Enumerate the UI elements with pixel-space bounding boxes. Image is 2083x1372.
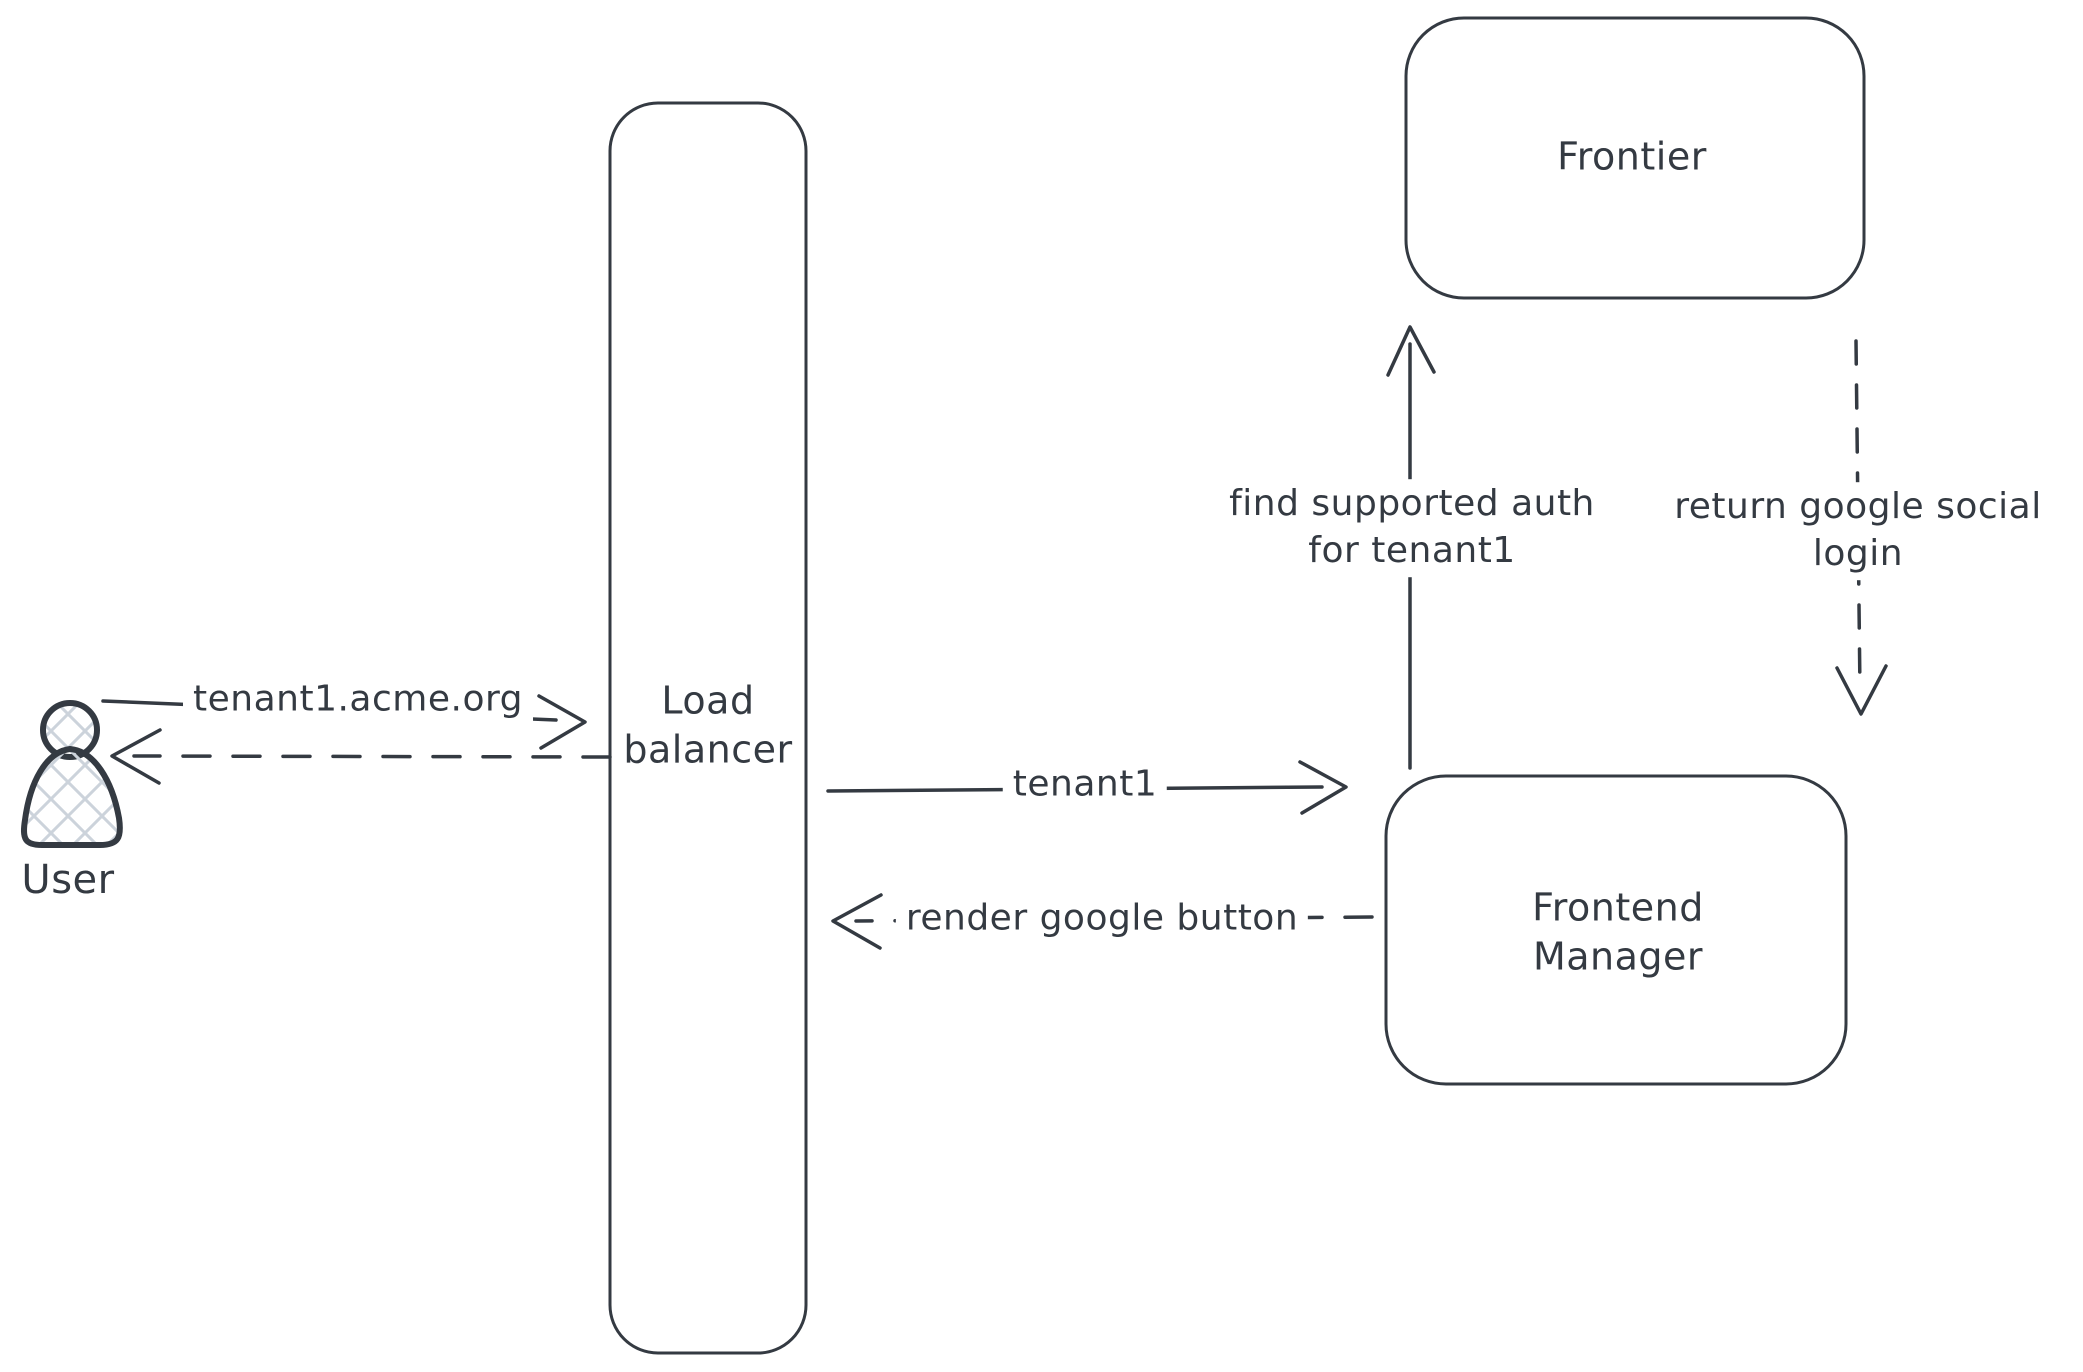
frontier-label: Frontier: [1557, 134, 1707, 179]
user-actor-icon: [21, 700, 123, 848]
frontier-box: [1404, 16, 1866, 300]
edge-label-find-supported-auth-line2: for tenant1: [1308, 530, 1516, 571]
load-balancer-label-line2: balancer: [623, 728, 793, 772]
edge-label-render-google-button: render google button: [895, 893, 1309, 945]
edge-label-return-google-social-login: return google social login: [1664, 482, 2052, 580]
edge-label-tenant1: tenant1: [1002, 759, 1168, 811]
edge-label-find-supported-auth: find supported auth for tenant1: [1219, 479, 1605, 577]
frontend-manager-label-line2: Manager: [1532, 935, 1704, 979]
frontend-manager-label: Frontend Manager: [1532, 884, 1704, 983]
load-balancer-label: Load balancer: [623, 677, 792, 776]
edge-label-return-google-social-login-line2: login: [1812, 533, 1904, 574]
load-balancer-box: [608, 101, 808, 1355]
edge-label-tenant1-acme-org: tenant1.acme.org: [183, 674, 533, 726]
user-label: User: [21, 857, 115, 903]
frontend-manager-box: [1384, 774, 1848, 1086]
edge-label-return-google-social-login-line1: return google social: [1674, 486, 2042, 528]
user-body: [21, 746, 123, 848]
arrow-lb-to-user: [110, 728, 612, 785]
edge-label-find-supported-auth-line1: find supported auth: [1229, 483, 1595, 525]
frontend-manager-label-line1: Frontend: [1532, 885, 1704, 930]
load-balancer-label-line1: Load: [661, 678, 755, 723]
